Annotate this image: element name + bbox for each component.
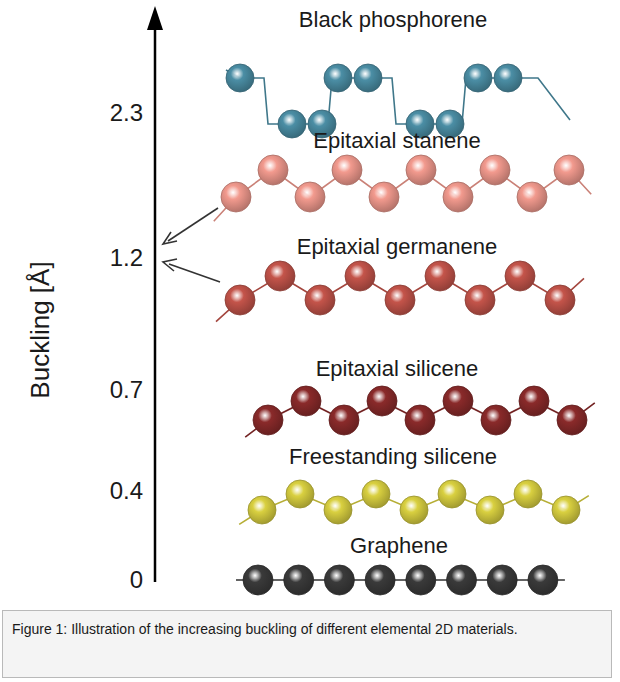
material-name: Graphene <box>350 535 448 557</box>
atom <box>405 405 435 435</box>
atom <box>552 496 580 524</box>
atom <box>554 155 584 185</box>
atom <box>369 182 399 212</box>
atom <box>365 565 395 595</box>
atom <box>406 155 436 185</box>
atom <box>425 261 455 291</box>
atom <box>480 155 510 185</box>
atom <box>324 64 352 92</box>
atom <box>221 182 251 212</box>
atom <box>295 182 325 212</box>
tick-value: 1.2 <box>110 246 143 270</box>
atom <box>253 405 283 435</box>
atom <box>367 386 397 416</box>
atom <box>406 565 436 595</box>
atom <box>225 285 255 315</box>
atom <box>519 386 549 416</box>
atom <box>494 64 522 92</box>
material-name: Epitaxial silicene <box>316 358 479 380</box>
figure-caption: Figure 1: Illustration of the increasing… <box>12 620 602 639</box>
atom <box>248 496 276 524</box>
atom <box>265 261 295 291</box>
atom <box>324 496 352 524</box>
atom <box>284 565 314 595</box>
axis-title: Buckling [Å] <box>27 261 53 398</box>
atom <box>487 565 517 595</box>
atom <box>345 261 375 291</box>
atom <box>443 386 473 416</box>
atom <box>329 405 359 435</box>
caption-frame <box>2 610 612 678</box>
leader-arrows <box>163 208 220 282</box>
material-name: Black phosphorene <box>299 9 487 31</box>
atom <box>243 565 273 595</box>
atom <box>557 405 587 435</box>
tick-value: 0.4 <box>110 479 143 503</box>
atom <box>443 182 473 212</box>
tick-value: 2.3 <box>110 101 143 125</box>
material-name: Epitaxial stanene <box>313 130 481 152</box>
atom <box>278 110 306 138</box>
atom <box>291 386 321 416</box>
atom <box>476 496 504 524</box>
atom <box>385 285 415 315</box>
atom <box>226 64 254 92</box>
atom <box>324 565 354 595</box>
atom <box>332 155 362 185</box>
atom <box>447 565 477 595</box>
atom <box>354 64 382 92</box>
atom <box>545 285 575 315</box>
atom <box>514 480 542 508</box>
atom <box>258 155 288 185</box>
buckling-axis <box>147 6 163 582</box>
atom <box>505 261 535 291</box>
material-name: Epitaxial germanene <box>297 236 498 258</box>
atom <box>465 285 495 315</box>
atom <box>438 480 466 508</box>
atom <box>305 285 335 315</box>
atom <box>362 480 390 508</box>
atom-chains <box>214 64 595 595</box>
buckling-illustration <box>0 0 620 610</box>
tick-value: 0 <box>130 568 143 592</box>
atom <box>481 405 511 435</box>
tick-value: 0.7 <box>110 378 143 402</box>
atom <box>464 64 492 92</box>
material-name: Freestanding silicene <box>289 446 497 468</box>
atom <box>286 480 314 508</box>
atom <box>400 496 428 524</box>
atom <box>528 565 558 595</box>
atom <box>517 182 547 212</box>
